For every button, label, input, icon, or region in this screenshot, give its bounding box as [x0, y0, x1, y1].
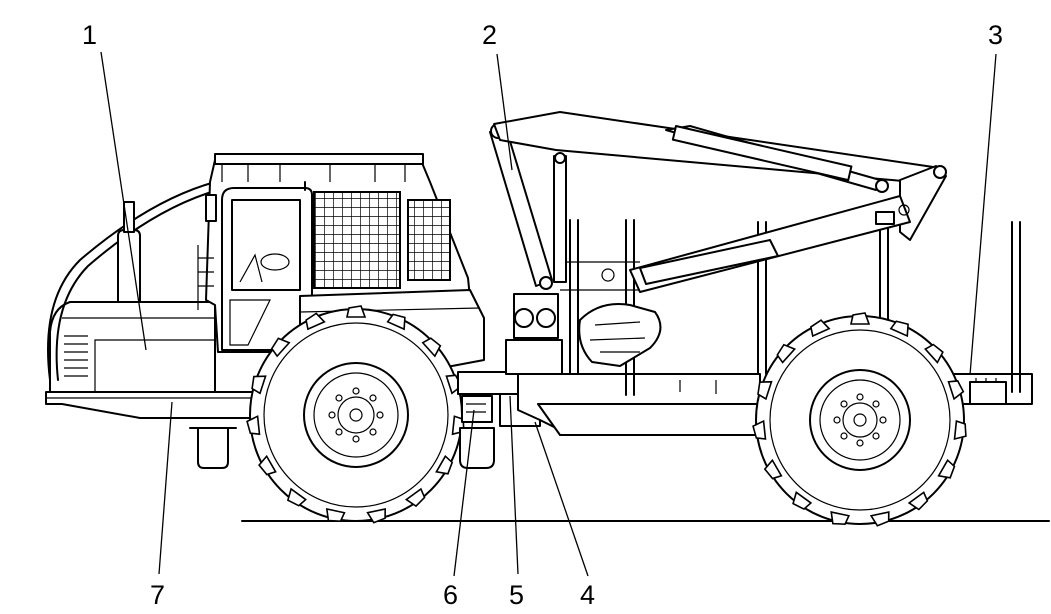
leader-line-3: [969, 53, 997, 376]
callout-4: 4: [580, 580, 595, 610]
leader-line-4: [534, 421, 589, 577]
leader-line-7: [158, 401, 173, 575]
front-frame: [45, 181, 301, 469]
articulation-joint: [457, 293, 563, 469]
callout-2: 2: [482, 20, 497, 50]
front-wheel: [245, 305, 467, 525]
leader-line-6: [453, 409, 475, 577]
leader-line-5: [509, 395, 519, 575]
callout-1: 1: [82, 20, 97, 50]
loader-crane: [489, 111, 947, 293]
rear-wheel: [751, 312, 969, 528]
callout-7: 7: [150, 580, 165, 610]
callout-3: 3: [988, 20, 1003, 50]
callout-5: 5: [509, 580, 524, 610]
callout-6: 6: [443, 580, 458, 610]
leader-line-1: [100, 51, 147, 351]
rear-frame: [517, 219, 1033, 436]
leader-line-2: [496, 53, 513, 171]
